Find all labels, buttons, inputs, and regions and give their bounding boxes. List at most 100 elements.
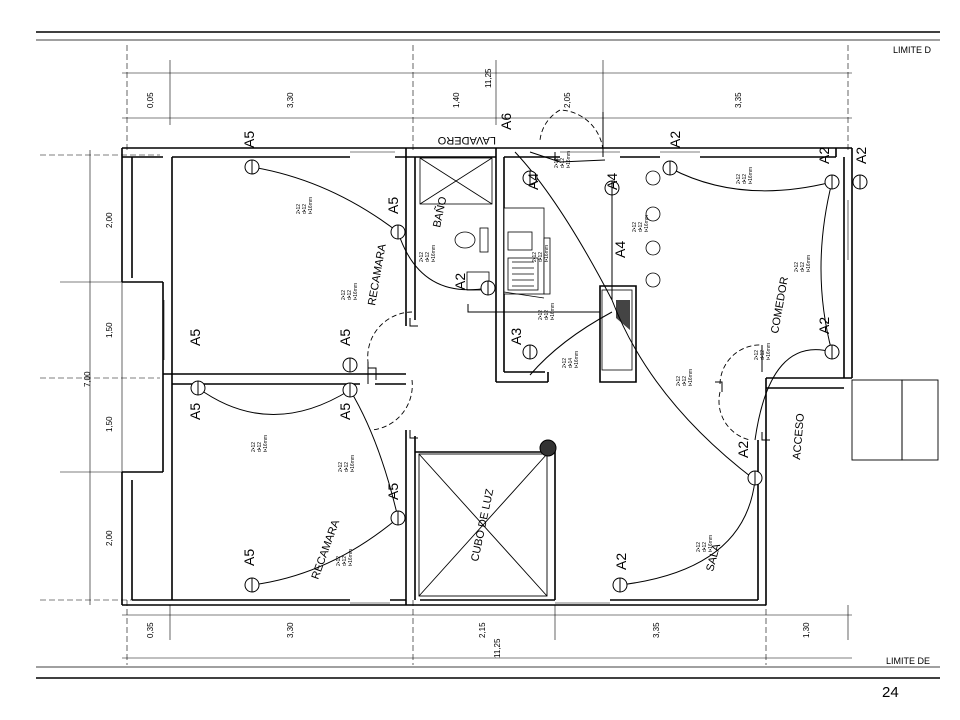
dim-top-4: 2,05 (563, 92, 572, 108)
dim-left-2: 1,50 (105, 322, 114, 338)
outlet-icon (244, 577, 260, 593)
room-label-acceso: ACCESO (791, 412, 807, 460)
switch-icon (368, 367, 377, 380)
door-swings (367, 109, 763, 441)
wire-note: 2•12d•12t•16mm (419, 245, 437, 262)
dim-bottom-2: 3,30 (286, 622, 295, 638)
circuit-label: A5 (241, 131, 257, 148)
switch-icon (715, 381, 723, 392)
page-number: 24 (882, 684, 899, 701)
outlet-icon (480, 280, 496, 296)
outlet-icon (824, 174, 840, 190)
switch-icon (761, 432, 770, 441)
room-label-recamara-bottom: RECAMARA (310, 518, 343, 581)
wire-note: 2•12d•12t•16mm (696, 535, 714, 552)
lightwell (418, 453, 548, 597)
wire-notes: 2•12d•12t•16mm 2•12d•12t•16mm 2•12d•12t•… (251, 151, 812, 566)
room-label-bano: BAÑO (430, 195, 449, 229)
circuit-label: A6 (498, 113, 514, 130)
dim-bottom-3: 2,15 (478, 622, 487, 638)
meter-icon (539, 439, 557, 457)
dim-bottom-total: 11,25 (493, 638, 502, 658)
walls (121, 147, 853, 606)
circuit-label: A5 (337, 329, 353, 346)
circuit-label: A2 (735, 441, 751, 458)
outlet-icon (190, 380, 206, 396)
circuit-label: A3 (508, 328, 524, 345)
circuit-label: A4 (525, 173, 541, 190)
dim-bottom-1: 0,35 (146, 622, 155, 638)
wiring (197, 151, 833, 586)
circuit-label: A5 (187, 403, 203, 420)
circuit-label: A4 (604, 173, 620, 190)
outlet-icon (342, 357, 358, 373)
wire-note: 2•12d•12t•16mm (736, 167, 754, 184)
dim-left-1: 2,00 (105, 212, 114, 228)
outlet-icon (824, 344, 840, 360)
outlet-icon (662, 160, 678, 176)
room-label-cubo-de-luz: CUBO DE LUZ (469, 488, 496, 563)
outlet-icon (390, 224, 406, 240)
electrical-panel (601, 289, 633, 371)
outlet-icon (522, 170, 538, 186)
dim-top-5: 3,35 (734, 92, 743, 108)
circuit-label: A2 (667, 131, 683, 148)
wire-note: 2•12d•12t•16mm (532, 245, 550, 262)
left-dimensions: 2,00 1,50 1,50 2,00 7,00 (83, 212, 114, 546)
toilet-icon (454, 231, 476, 249)
limit-label-top: LIMITE D (893, 45, 932, 55)
outlet-icon (390, 510, 406, 526)
wire-note: 2•12d•12t•16mm (341, 283, 359, 300)
switch-icon (409, 430, 418, 439)
circuit-label: A5 (241, 549, 257, 566)
wire-note: 2•12d•14t•16mm (562, 351, 580, 368)
dim-top-total: 11,25 (484, 68, 493, 88)
dim-bottom-5: 1,30 (802, 622, 811, 638)
switch-icon (467, 304, 476, 313)
outlet-icon (747, 470, 763, 486)
room-label-lavadero: LAVADERO (437, 134, 496, 146)
dim-top-2: 3,30 (286, 92, 295, 108)
circuit-label: A5 (385, 483, 401, 500)
dim-left-4: 2,00 (105, 530, 114, 546)
dim-top-1: 0,05 (146, 92, 155, 108)
circuit-label: A2 (613, 553, 629, 570)
wire-note: 2•12d•12t•16mm (336, 549, 354, 566)
circuit-label: A2 (853, 147, 869, 164)
wire-note: 2•12d•12t•16mm (676, 369, 694, 386)
circuit-label: A5 (385, 197, 401, 214)
switch-icon (409, 318, 418, 327)
circuit-label: A5 (187, 329, 203, 346)
bottom-dimensions: 0,35 3,30 2,15 3,35 1,30 11,25 (146, 622, 811, 658)
room-label-comedor: COMEDOR (769, 276, 791, 335)
dining-fixtures (645, 170, 661, 288)
outlet-icon (604, 180, 620, 196)
switches (368, 152, 770, 441)
access-steps (851, 379, 939, 461)
wire-note: 2•12d•12t•16mm (794, 255, 812, 272)
dim-left-total: 7,00 (83, 371, 92, 387)
wire-note: 2•12d•12t•16mm (296, 197, 314, 214)
wire-note: 2•12d•12t•16mm (251, 435, 269, 452)
limit-label-bottom: LIMITE DE (886, 656, 930, 666)
wire-note: 2•12d•12t•16mm (754, 343, 772, 360)
wire-note: 2•12d•12t•16mm (338, 455, 356, 472)
circuit-label: A2 (452, 273, 468, 290)
dim-top-3: 1,40 (452, 92, 461, 108)
dim-left-3: 1,50 (105, 416, 114, 432)
wire-note: 2•12d•12t•16mm (554, 151, 572, 168)
outlet-icon (612, 577, 628, 593)
circuit-label: A5 (337, 403, 353, 420)
wire-note: 2•12d•12t•16mm (632, 215, 650, 232)
limit-lines (36, 31, 940, 679)
outlet-icon (342, 382, 358, 398)
dim-bottom-4: 3,35 (652, 622, 661, 638)
outlet-icon (852, 174, 868, 190)
laundry-area (419, 157, 493, 205)
wire-note: 2•12d•12t•16mm (538, 303, 556, 320)
room-label-recamara-top: RECAMARA (366, 242, 389, 306)
top-dimensions: 0,05 3,30 1,40 2,05 3,35 11,25 (146, 68, 743, 108)
outlet-icon (244, 159, 260, 175)
circuit-labels: A5 A5 A5 A5 A5 A5 A5 A5 A6 A4 A4 A4 A3 A… (187, 113, 869, 570)
